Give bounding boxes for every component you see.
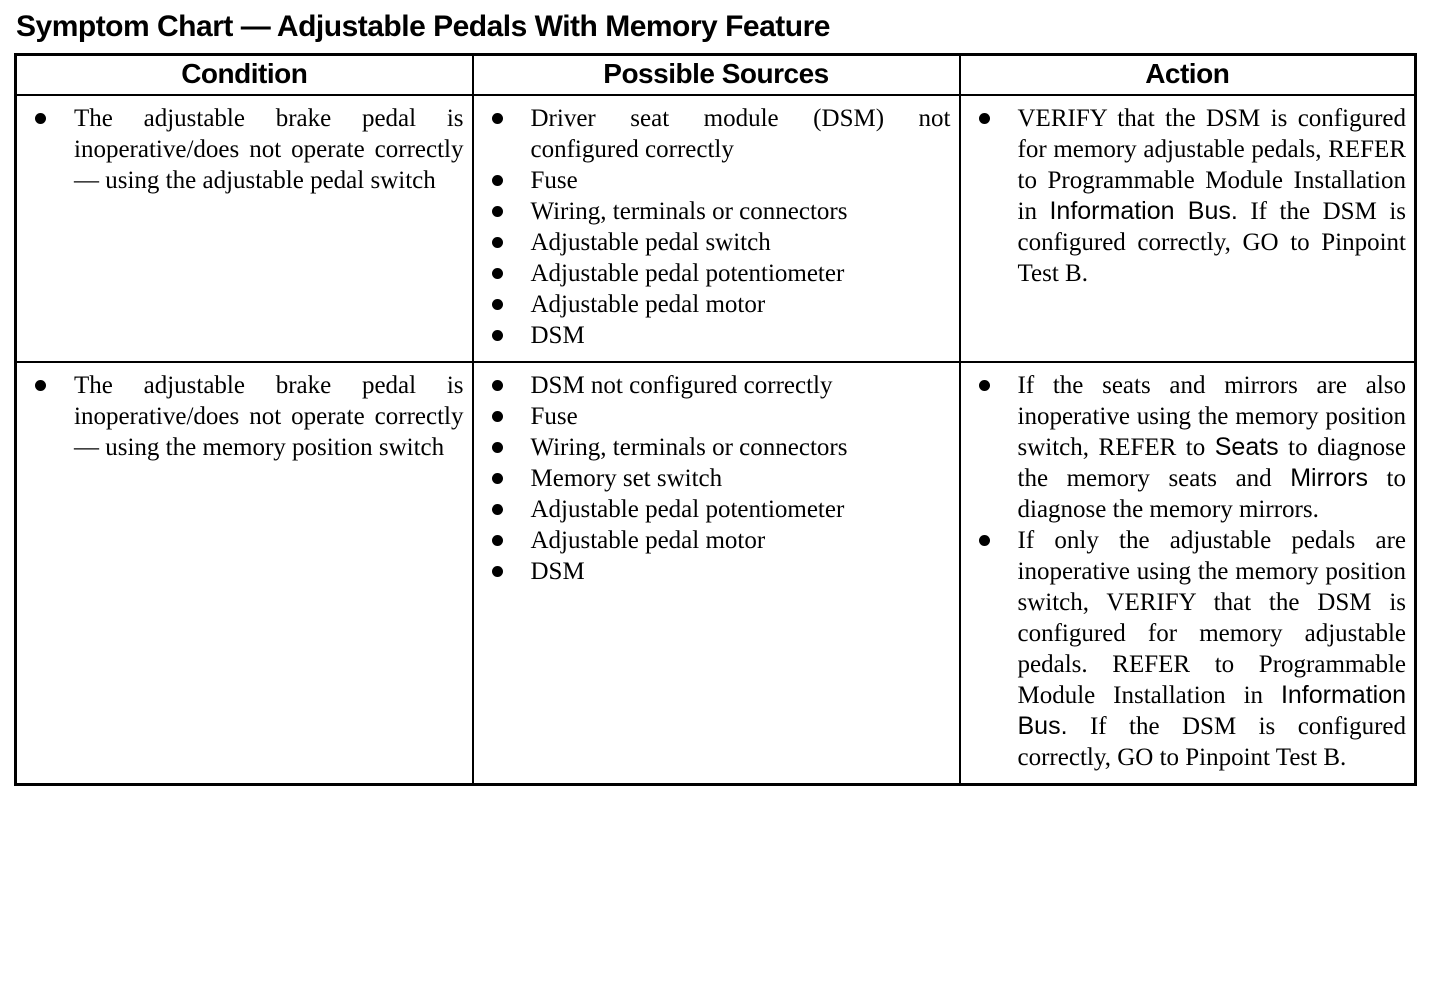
bullet-icon (491, 411, 503, 422)
bullet-item: Adjustable pedal motor (474, 525, 959, 556)
bullet-icon (35, 380, 46, 391)
bullet-item: DSM not configured correctly (474, 370, 959, 401)
bullet-item: DSM (474, 556, 959, 587)
column-header-possible-sources: Possible Sources (471, 53, 961, 96)
bullet-text: Adjustable pedal motor (530, 291, 766, 318)
bullet-text: Adjustable pedal motor (530, 527, 766, 554)
bullet-text: Adjustable pedal potentiometer (530, 496, 845, 523)
bullet-text: Driver seat module (DSM) not configured … (530, 105, 951, 163)
bullet-icon (491, 566, 503, 577)
bullet-icon (978, 113, 990, 124)
bullet-icon (491, 473, 503, 484)
bullet-icon (491, 535, 503, 546)
bullet-icon (491, 113, 503, 124)
bullet-icon (978, 380, 990, 391)
bullet-text: DSM (530, 322, 585, 349)
bullet-item: If the seats and mirrors are also inoper… (961, 370, 1415, 525)
bullet-icon (491, 504, 503, 515)
bullet-text: Adjustable pedal potentiometer (530, 260, 845, 287)
condition-cell: The adjustable brake pedal is inoperativ… (14, 361, 474, 786)
bullet-text: Wiring, terminals or connectors (530, 198, 848, 225)
bullet-text: DSM not configured correctly (530, 372, 833, 399)
bullet-text: DSM (530, 558, 585, 585)
bullet-item: Fuse (474, 401, 959, 432)
bullet-text: VERIFY that the DSM is configured for me… (1017, 105, 1407, 287)
bullet-item: Adjustable pedal potentiometer (474, 494, 959, 525)
table-row: The adjustable brake pedal is inoperativ… (14, 94, 1417, 363)
column-header-condition: Condition (14, 53, 474, 96)
bullet-item: Wiring, terminals or connectors (474, 432, 959, 463)
bullet-icon (35, 113, 46, 124)
bullet-text: Adjustable pedal switch (530, 229, 771, 256)
bullet-icon (491, 330, 503, 341)
bullet-text: Memory set switch (530, 465, 723, 492)
bullet-text: If the seats and mirrors are also inoper… (1017, 372, 1407, 523)
bullet-text: Fuse (530, 403, 578, 430)
column-header-action: Action (958, 53, 1417, 96)
bullet-item: DSM (474, 320, 959, 351)
bullet-item: Fuse (474, 165, 959, 196)
bullet-item: Adjustable pedal potentiometer (474, 258, 959, 289)
bullet-icon (491, 175, 503, 186)
bullet-text: Fuse (530, 167, 578, 194)
bullet-item: The adjustable brake pedal is inoperativ… (17, 103, 472, 196)
condition-cell: The adjustable brake pedal is inoperativ… (14, 94, 474, 363)
bullet-item: VERIFY that the DSM is configured for me… (961, 103, 1415, 289)
bullet-text: If only the adjustable pedals are inoper… (1017, 527, 1407, 771)
document-page: Symptom Chart — Adjustable Pedals With M… (14, 10, 1417, 786)
bullet-icon (491, 442, 503, 453)
action-cell: VERIFY that the DSM is configured for me… (958, 94, 1417, 363)
bullet-text: Wiring, terminals or connectors (530, 434, 848, 461)
bullet-icon (491, 268, 503, 279)
action-cell: If the seats and mirrors are also inoper… (958, 361, 1417, 786)
possible-sources-cell: Driver seat module (DSM) not configured … (471, 94, 961, 363)
page-title: Symptom Chart — Adjustable Pedals With M… (16, 10, 830, 43)
bullet-item: Wiring, terminals or connectors (474, 196, 959, 227)
table-row: The adjustable brake pedal is inoperativ… (14, 361, 1417, 786)
bullet-icon (491, 206, 503, 217)
bullet-item: Adjustable pedal switch (474, 227, 959, 258)
bullet-item: Driver seat module (DSM) not configured … (474, 103, 959, 165)
header-row: Condition Possible Sources Action (14, 53, 1417, 96)
bullet-icon (978, 535, 990, 546)
symptom-chart-table: Condition Possible Sources Action The ad… (14, 53, 1417, 786)
bullet-icon (491, 237, 503, 248)
bullet-item: If only the adjustable pedals are inoper… (961, 525, 1415, 773)
bullet-item: The adjustable brake pedal is inoperativ… (17, 370, 472, 463)
bullet-text: The adjustable brake pedal is inoperativ… (74, 372, 464, 461)
bullet-icon (491, 380, 503, 391)
bullet-text: The adjustable brake pedal is inoperativ… (74, 105, 464, 194)
bullet-icon (491, 299, 503, 310)
bullet-item: Adjustable pedal motor (474, 289, 959, 320)
bullet-item: Memory set switch (474, 463, 959, 494)
